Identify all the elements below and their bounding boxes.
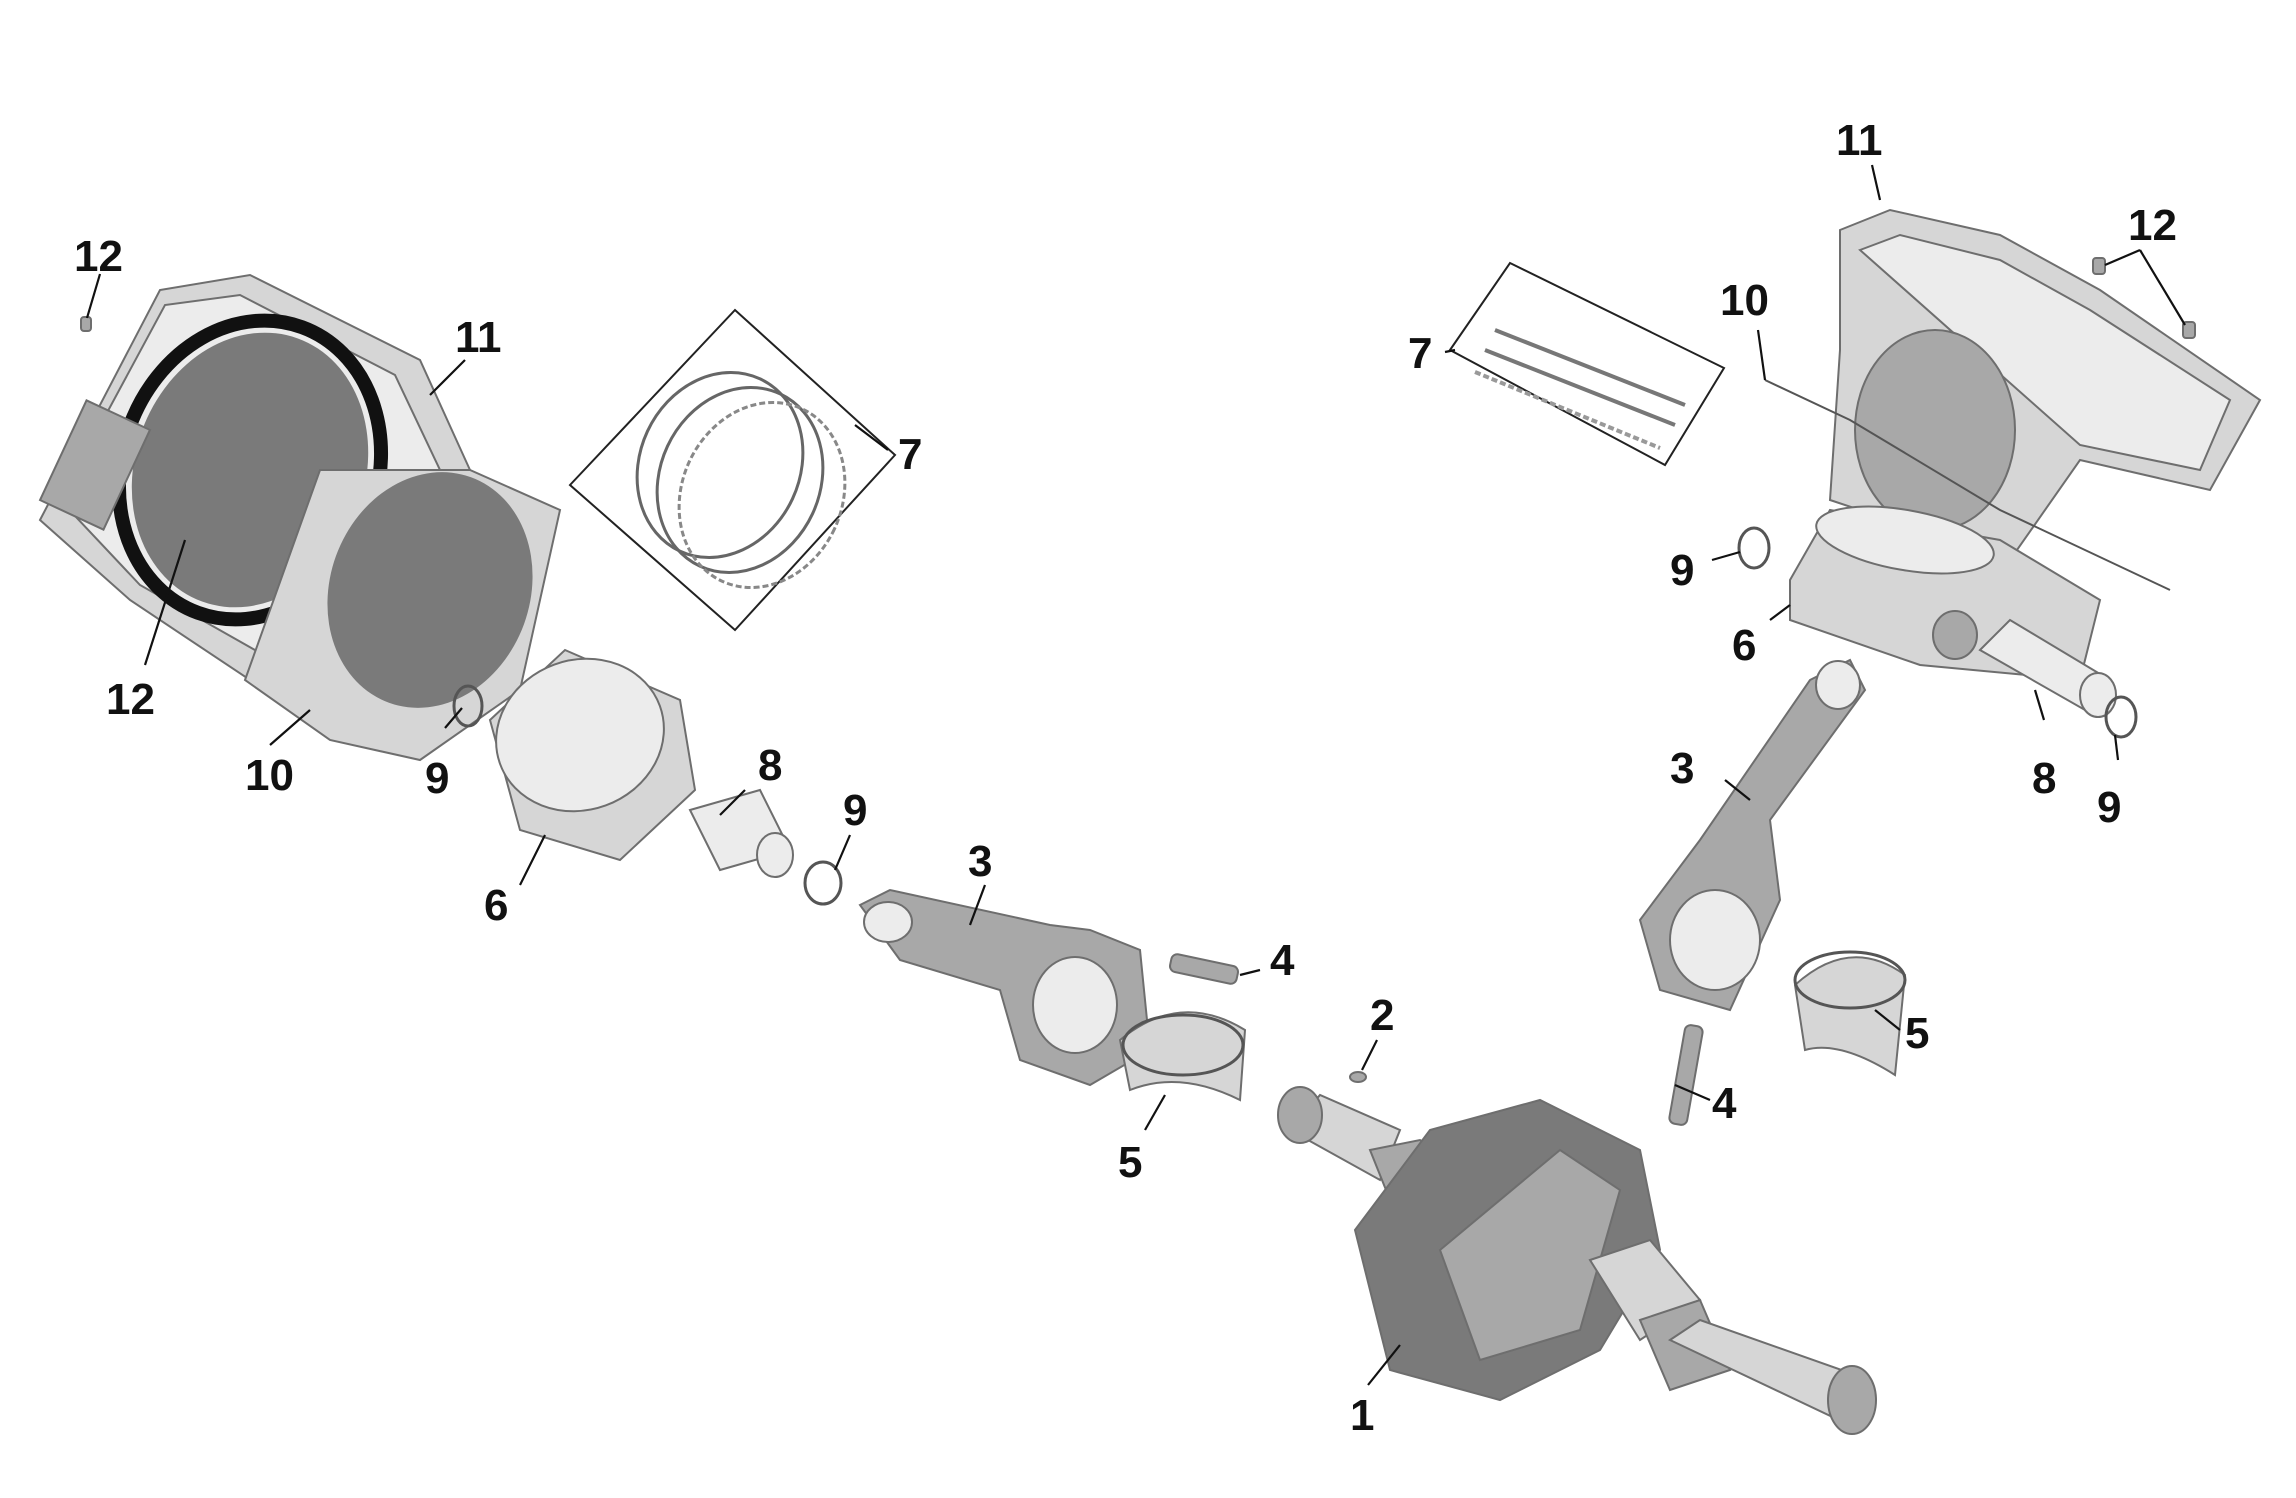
callout-left-12-bottom: 12 — [106, 675, 155, 724]
right-rod-bearing — [1793, 950, 1907, 1077]
callout-right-4: 4 — [1712, 1079, 1737, 1128]
left-circlip-a — [452, 684, 484, 728]
left-piston-rings — [568, 308, 897, 632]
callout-left-11: 11 — [455, 313, 502, 362]
callout-center-2: 2 — [1370, 991, 1394, 1040]
right-piston-rings — [1448, 261, 1726, 467]
right-connecting-rod — [1638, 658, 1867, 1012]
callout-labels: 12 11 12 10 7 9 6 8 9 3 4 5 2 1 11 12 10… — [74, 116, 2177, 1440]
right-dowel-pin-b — [2182, 321, 2196, 339]
callout-left-6: 6 — [484, 881, 508, 930]
callout-left-9-a: 9 — [425, 754, 449, 803]
crankshaft — [1277, 1086, 1877, 1435]
left-piston — [488, 648, 697, 862]
callout-left-5: 5 — [1118, 1138, 1142, 1187]
left-dowel-pin-top — [80, 316, 92, 332]
left-rod-bearing — [1118, 1011, 1247, 1102]
callout-left-3: 3 — [968, 837, 992, 886]
callout-left-12-top: 12 — [74, 232, 123, 281]
callout-right-9-a: 9 — [1670, 546, 1694, 595]
callout-right-9-b: 9 — [2097, 783, 2121, 832]
leader-lines — [85, 164, 2186, 1386]
callout-left-4: 4 — [1270, 936, 1295, 985]
left-connecting-rod — [858, 888, 1152, 1087]
callout-right-8: 8 — [2032, 754, 2056, 803]
right-cylinder-gasket — [1764, 379, 2171, 591]
left-piston-pin — [688, 788, 794, 878]
callout-right-11: 11 — [1836, 116, 1883, 165]
right-circlip-b — [2104, 695, 2138, 739]
callout-right-5: 5 — [1905, 1009, 1929, 1058]
left-cylinder-gasket — [243, 469, 562, 762]
callout-right-12: 12 — [2128, 201, 2177, 250]
callout-center-1: 1 — [1350, 1391, 1374, 1440]
callout-right-6: 6 — [1732, 621, 1756, 670]
callout-right-3: 3 — [1670, 744, 1694, 793]
right-dowel-pin-a — [2092, 257, 2106, 275]
callout-left-7: 7 — [898, 430, 922, 479]
callout-right-10: 10 — [1720, 276, 1769, 325]
woodruff-key — [1349, 1071, 1367, 1083]
right-circlip-a — [1737, 526, 1771, 570]
left-rod-bolt — [1168, 953, 1240, 985]
callout-right-7: 7 — [1408, 329, 1432, 378]
right-rod-bolt — [1668, 1024, 1704, 1126]
left-circlip-b — [803, 860, 843, 906]
callout-left-10: 10 — [245, 751, 294, 800]
callout-left-9-b: 9 — [843, 786, 867, 835]
callout-left-8: 8 — [758, 741, 782, 790]
